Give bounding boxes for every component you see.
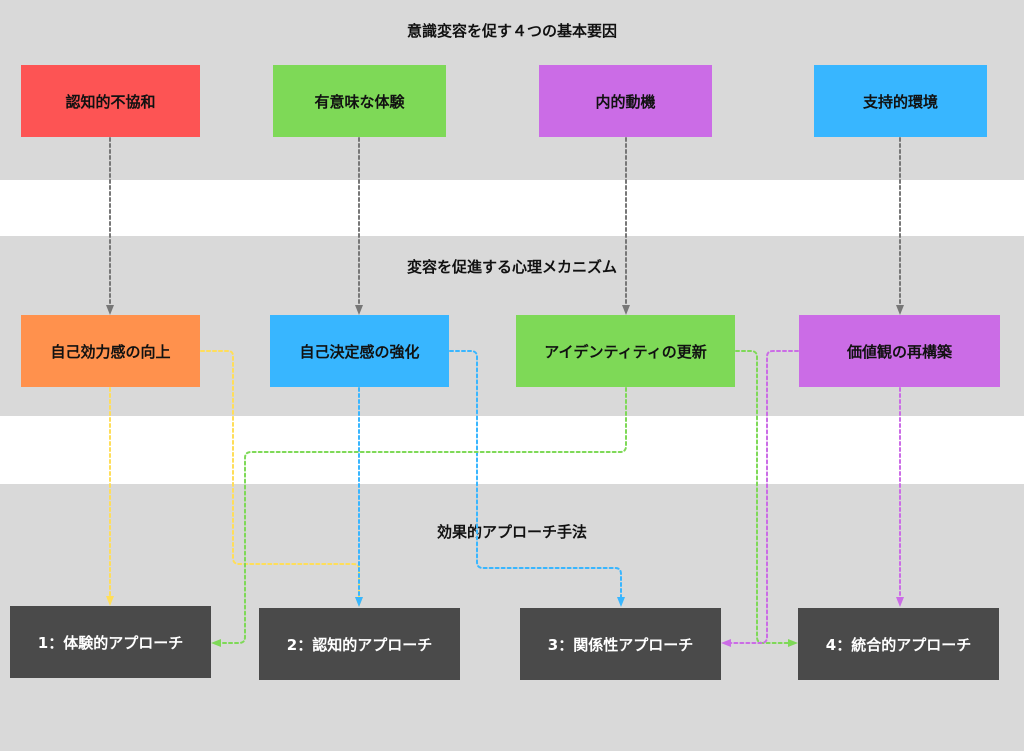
- mechanism-self-determination: 自己決定感の強化: [270, 315, 449, 387]
- mechanisms-title: 変容を促進する心理メカニズム: [406, 258, 617, 276]
- approach-integrative: 4：統合的アプローチ: [798, 608, 999, 680]
- approach-relational: 3：関係性アプローチ: [520, 608, 721, 680]
- approaches-title: 効果的アプローチ手法: [436, 523, 587, 541]
- mechanism-self-efficacy: 自己効力感の向上: [21, 315, 200, 387]
- approach-experiential: 1：体験的アプローチ: [10, 606, 211, 678]
- factor-meaningful-experience: 有意味な体験: [273, 65, 446, 137]
- factors-title: 意識変容を促す４つの基本要因: [406, 22, 617, 40]
- factor-supportive-environment: 支持的環境: [814, 65, 987, 137]
- mechanism-value-reconstruction: 価値観の再構築: [799, 315, 1000, 387]
- mechanism-identity-update: アイデンティティの更新: [516, 315, 735, 387]
- approach-cognitive: 2：認知的アプローチ: [259, 608, 460, 680]
- factor-intrinsic-motivation: 内的動機: [539, 65, 712, 137]
- factor-cognitive-dissonance: 認知的不協和: [21, 65, 200, 137]
